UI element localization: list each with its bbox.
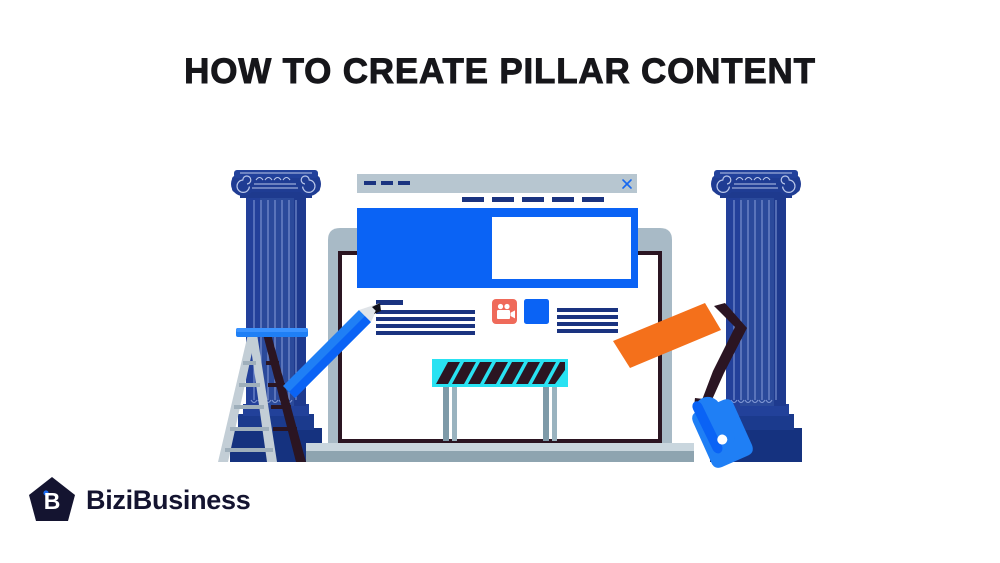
logo-mark: B — [28, 476, 76, 524]
video-camera-icon — [492, 299, 517, 324]
browser-titlebar — [357, 174, 637, 193]
left-heading-line — [376, 300, 403, 305]
hero-inner-panel — [492, 217, 631, 279]
construction-barricade — [432, 359, 568, 441]
browser-window — [357, 174, 638, 288]
ionic-capital-right — [711, 170, 801, 196]
step-ladder — [218, 328, 308, 462]
paint-roller — [613, 303, 753, 468]
logo-letter: B — [44, 488, 61, 514]
titlebar-dashes — [364, 181, 410, 185]
brand-wordmark: BiziBusiness — [86, 484, 251, 515]
pencil — [283, 303, 381, 398]
logo-accent-dot — [43, 490, 49, 496]
left-body-lines — [376, 310, 475, 335]
content-blocks — [376, 299, 618, 335]
left-pillar — [230, 170, 322, 462]
ionic-capital-left — [231, 170, 321, 196]
blue-tile — [524, 299, 549, 324]
right-body-lines — [557, 308, 618, 333]
logo-diamond-shape — [29, 477, 75, 521]
close-icon — [622, 179, 632, 189]
browser-menu-dashes — [462, 197, 604, 202]
brand-logo: B BiziBusiness — [28, 476, 251, 524]
page-title: HOW TO CREATE PILLAR CONTENT — [184, 52, 816, 92]
